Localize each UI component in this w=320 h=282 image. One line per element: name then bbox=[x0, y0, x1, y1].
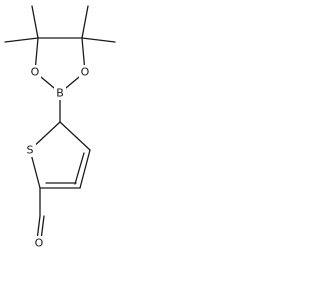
atom-boron: B bbox=[54, 86, 66, 100]
bond-c1-methyl-1 bbox=[31, 5, 39, 39]
bond-c2-methyl-1 bbox=[81, 5, 89, 39]
atom-oxygen-2: O bbox=[79, 65, 91, 79]
bond-c4-c3-double bbox=[74, 152, 85, 185]
atom-boron-label: B bbox=[56, 87, 64, 100]
atom-oxygen-aldehyde: O bbox=[32, 236, 46, 250]
atom-oxygen-1-label: O bbox=[31, 66, 40, 79]
atom-sulfur: S bbox=[24, 143, 36, 157]
bond-c5-c4 bbox=[59, 121, 91, 151]
atom-oxygen-aldehyde-label: O bbox=[35, 237, 44, 250]
chemical-structure: O O B S O bbox=[4, 5, 116, 250]
atom-oxygen-1: O bbox=[29, 65, 41, 79]
atom-oxygen-2-label: O bbox=[81, 66, 90, 79]
atom-sulfur-label: S bbox=[27, 144, 34, 157]
bond-c1-methyl-2 bbox=[4, 37, 39, 43]
bond-c4-c3 bbox=[79, 149, 91, 189]
bond-c2-methyl-2 bbox=[81, 37, 116, 43]
